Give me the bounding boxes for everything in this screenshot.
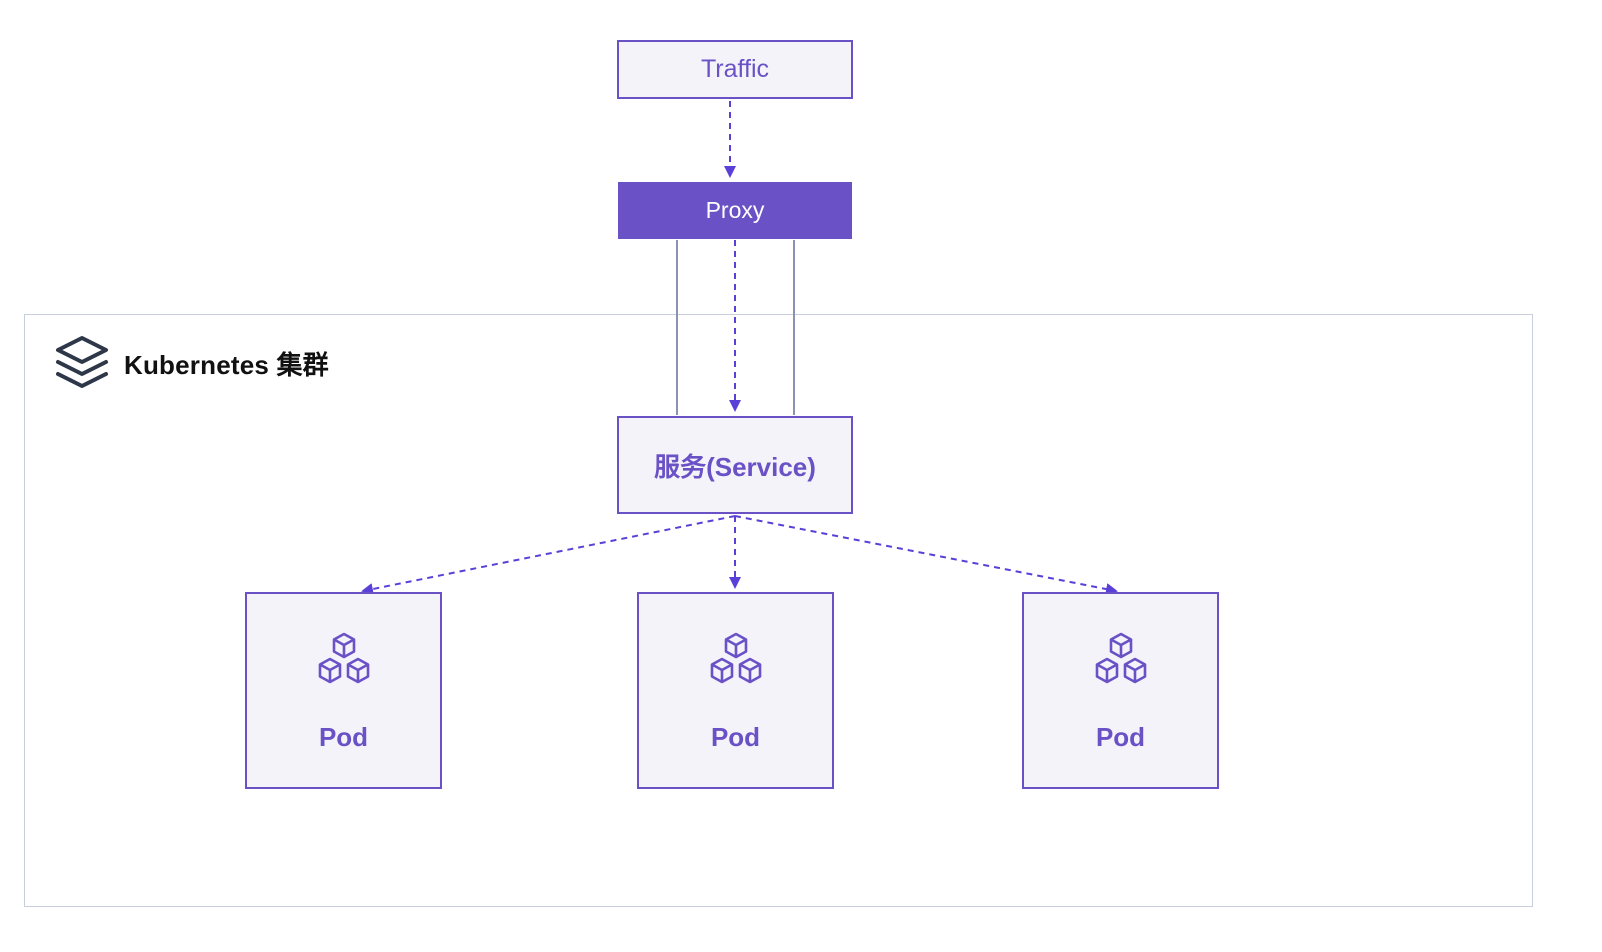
traffic-label: Traffic xyxy=(700,55,770,83)
cluster-header: Kubernetes 集群 xyxy=(54,334,329,393)
traffic-node: Traffic xyxy=(617,40,853,99)
pod-label: Pod xyxy=(1095,722,1146,752)
edge-service-pod-3 xyxy=(734,515,1118,595)
pod-node: Pod xyxy=(637,592,834,789)
service-label: 服务(Service) xyxy=(654,451,816,482)
cluster-title: Kubernetes 集群 xyxy=(124,349,329,380)
service-node: 服务(Service) xyxy=(617,416,853,514)
edge-service-pod-1 xyxy=(361,515,736,595)
proxy-label: Proxy xyxy=(705,197,765,223)
pod-node: Pod xyxy=(245,592,442,789)
pod-cubes-icon xyxy=(707,630,765,688)
layers-stack-icon xyxy=(54,334,110,393)
pod-label: Pod xyxy=(710,722,761,752)
pod-cubes-icon xyxy=(315,630,373,688)
pod-node: Pod xyxy=(1022,592,1219,789)
proxy-node: Proxy xyxy=(618,182,852,239)
pod-label: Pod xyxy=(318,722,369,752)
pod-cubes-icon xyxy=(1092,630,1150,688)
